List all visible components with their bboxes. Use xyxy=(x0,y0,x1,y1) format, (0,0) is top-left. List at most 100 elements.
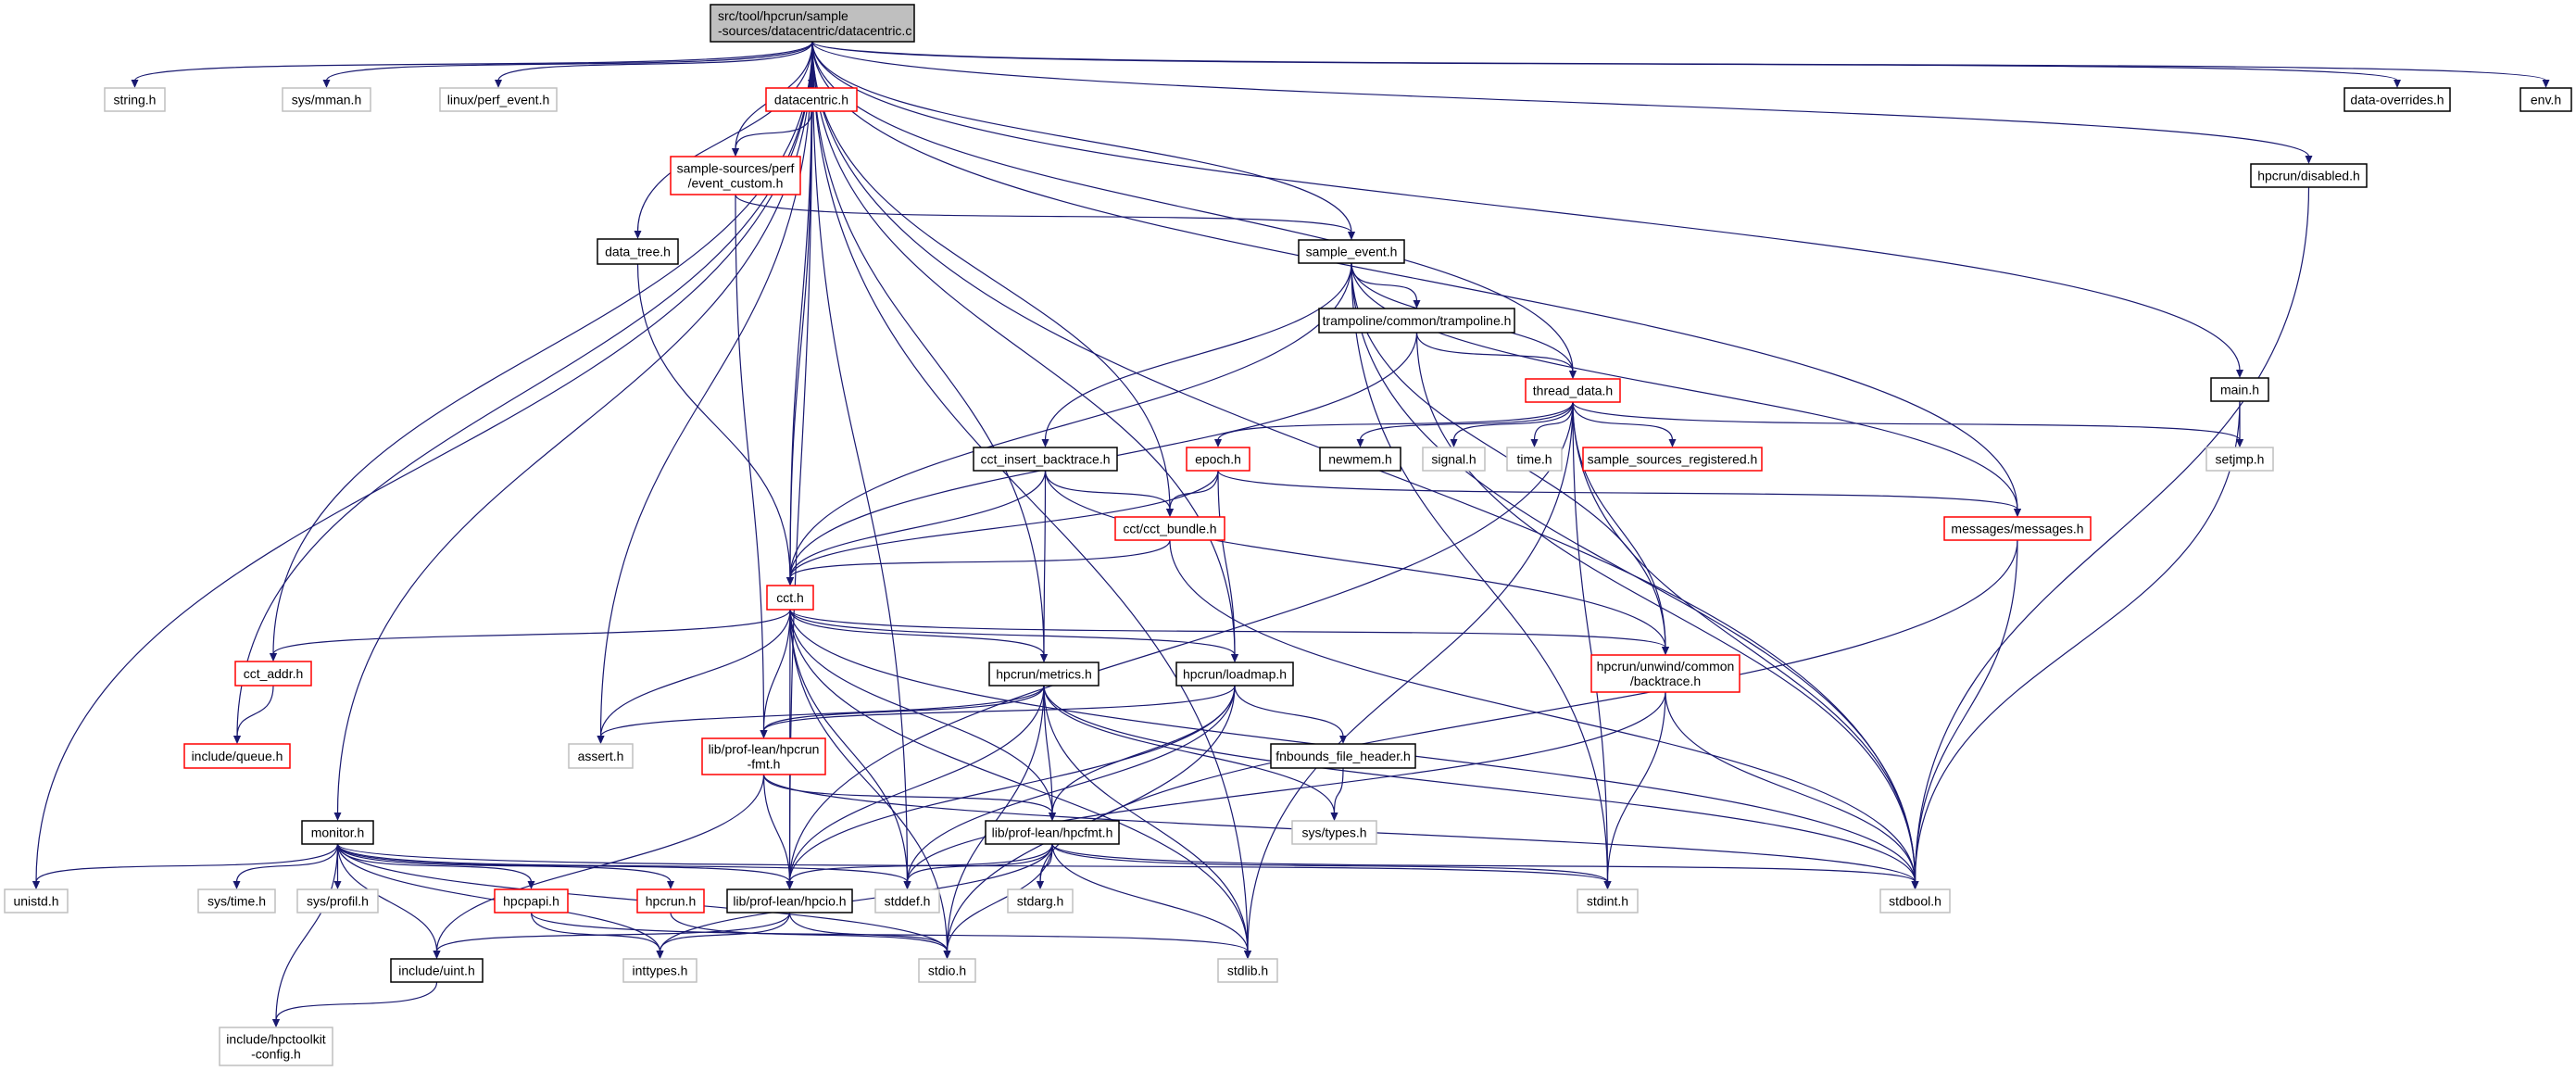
node-label: main.h xyxy=(2220,383,2259,397)
node-label: -fmt.h xyxy=(748,757,781,772)
node-label: linux/perf_event.h xyxy=(447,93,550,107)
dependency-edge xyxy=(735,194,1352,233)
dependency-edge xyxy=(1351,262,2018,510)
node-box xyxy=(1525,378,1621,403)
node-label: cct/cct_bundle.h xyxy=(1123,522,1216,536)
node-hpcrun-fmt-h[interactable]: lib/prof-lean/hpcrun-fmt.h xyxy=(701,737,826,775)
node-inttypes-h[interactable]: inttypes.h xyxy=(622,958,697,983)
dependency-edge xyxy=(789,470,1219,579)
node-trampoline-h[interactable]: trampoline/common/trampoline.h xyxy=(1318,308,1515,334)
node-event-custom-h[interactable]: sample-sources/perf/event_custom.h xyxy=(670,156,801,195)
dependency-edge xyxy=(1351,262,1609,883)
node-label: cct.h xyxy=(776,590,804,605)
node-sys-mman-h[interactable]: sys/mman.h xyxy=(282,87,371,112)
node-sys-time-h[interactable]: sys/time.h xyxy=(197,888,276,914)
node-stdbool-h[interactable]: stdbool.h xyxy=(1879,888,1951,914)
node-datacentric-h[interactable]: datacentric.h xyxy=(765,87,858,112)
node-cct-bundle-h[interactable]: cct/cct_bundle.h xyxy=(1114,516,1225,541)
dependency-edge xyxy=(762,774,1053,814)
arrowhead-icon xyxy=(943,951,951,959)
node-include-queue-h[interactable]: include/queue.h xyxy=(183,743,291,769)
dependency-edge xyxy=(762,685,1045,732)
node-hpcio-h[interactable]: lib/prof-lean/hpcio.h xyxy=(726,888,853,914)
node-monitor-h[interactable]: monitor.h xyxy=(301,820,374,845)
dependency-edge xyxy=(735,194,765,732)
dependency-edge xyxy=(789,470,1047,579)
node-backtrace-h[interactable]: hpcrun/unwind/common/backtrace.h xyxy=(1590,654,1740,693)
dependency-edge xyxy=(762,609,791,732)
node-box xyxy=(296,888,379,914)
node-data-tree-h[interactable]: data_tree.h xyxy=(597,238,679,265)
node-cct-insert-backtrace-h[interactable]: cct_insert_backtrace.h xyxy=(973,447,1118,472)
arrowhead-icon xyxy=(2236,370,2243,378)
node-hpcrun-h[interactable]: hpcrun.h xyxy=(636,888,705,914)
arrowhead-icon xyxy=(785,881,794,889)
node-main-h[interactable]: main.h xyxy=(2210,377,2269,402)
node-fnbounds-h[interactable]: fnbounds_file_header.h xyxy=(1270,743,1416,769)
node-stddef-h[interactable]: stddef.h xyxy=(874,888,940,914)
node-label: stdarg.h xyxy=(1017,894,1064,909)
node-hpcpapi-h[interactable]: hpcpapi.h xyxy=(494,888,569,914)
node-hpcrun-loadmap-h[interactable]: hpcrun/loadmap.h xyxy=(1175,662,1294,687)
node-data-overrides-h[interactable]: data-overrides.h xyxy=(2344,87,2451,112)
arrowhead-icon xyxy=(760,730,768,738)
node-stdint-h[interactable]: stdint.h xyxy=(1577,888,1639,914)
node-box xyxy=(494,888,569,914)
node-box xyxy=(1577,888,1639,914)
node-time-h[interactable]: time.h xyxy=(1506,447,1563,472)
node-newmem-h[interactable]: newmem.h xyxy=(1319,447,1401,472)
node-sample-event-h[interactable]: sample_event.h xyxy=(1298,239,1405,264)
dependency-edge xyxy=(906,843,1053,883)
arrowhead-icon xyxy=(433,951,441,959)
arrowhead-icon xyxy=(1450,439,1458,447)
node-env-h[interactable]: env.h xyxy=(2519,87,2572,112)
node-label: thread_data.h xyxy=(1533,384,1613,398)
dependency-edge xyxy=(811,41,2398,82)
node-box xyxy=(622,958,697,983)
dependency-edge xyxy=(1415,332,1574,372)
node-signal-h[interactable]: signal.h xyxy=(1422,447,1486,472)
node-stdio-h[interactable]: stdio.h xyxy=(918,958,976,983)
node-assert-h[interactable]: assert.h xyxy=(568,743,634,769)
node-sample-sources-registered-h[interactable]: sample_sources_registered.h xyxy=(1582,447,1763,472)
node-label: env.h xyxy=(2531,93,2561,107)
node-label: include/queue.h xyxy=(192,749,283,763)
arrowhead-icon xyxy=(732,148,739,157)
node-hpctoolkit-config-h[interactable]: include/hpctoolkit-config.h xyxy=(219,1027,333,1066)
dependency-edge xyxy=(906,685,1236,883)
dependency-edge xyxy=(35,41,813,883)
dependency-edge xyxy=(1217,401,1574,441)
node-linux-perf-event-h[interactable]: linux/perf_event.h xyxy=(439,87,558,112)
node-box xyxy=(2210,377,2269,402)
arrowhead-icon xyxy=(1603,881,1612,889)
node-sys-profil-h[interactable]: sys/profil.h xyxy=(296,888,379,914)
node-stdarg-h[interactable]: stdarg.h xyxy=(1007,888,1074,914)
arrowhead-icon xyxy=(1231,654,1238,662)
node-unistd-h[interactable]: unistd.h xyxy=(4,888,69,914)
node-root[interactable]: src/tool/hpcrun/sample-sources/datacentr… xyxy=(710,4,915,43)
node-label: datacentric.h xyxy=(774,93,848,107)
node-cct-h[interactable]: cct.h xyxy=(766,585,814,611)
node-box xyxy=(104,87,166,112)
arrowhead-icon xyxy=(270,653,277,662)
node-epoch-h[interactable]: epoch.h xyxy=(1186,447,1250,472)
node-stdlib-h[interactable]: stdlib.h xyxy=(1217,958,1278,983)
node-hpcfmt-h[interactable]: lib/prof-lean/hpcfmt.h xyxy=(985,820,1120,845)
arrowhead-icon xyxy=(1530,439,1539,447)
node-include-uint-h[interactable]: include/uint.h xyxy=(390,958,484,983)
arrowhead-icon xyxy=(1662,647,1669,655)
node-box xyxy=(726,888,853,914)
node-setjmp-h[interactable]: setjmp.h xyxy=(2205,447,2274,472)
arrowhead-icon xyxy=(527,881,535,889)
node-sys-types-h[interactable]: sys/types.h xyxy=(1291,820,1377,845)
node-thread-data-h[interactable]: thread_data.h xyxy=(1525,378,1621,403)
node-messages-h[interactable]: messages/messages.h xyxy=(1943,516,2092,541)
node-hpcrun-disabled-h[interactable]: hpcrun/disabled.h xyxy=(2250,163,2368,188)
node-hpcrun-metrics-h[interactable]: hpcrun/metrics.h xyxy=(988,662,1100,687)
node-cct-addr-h[interactable]: cct_addr.h xyxy=(234,661,312,687)
node-label: sys/mman.h xyxy=(292,93,361,107)
dependency-edge xyxy=(1415,332,1916,883)
dependency-edge xyxy=(1217,470,2018,510)
node-string-h[interactable]: string.h xyxy=(104,87,166,112)
